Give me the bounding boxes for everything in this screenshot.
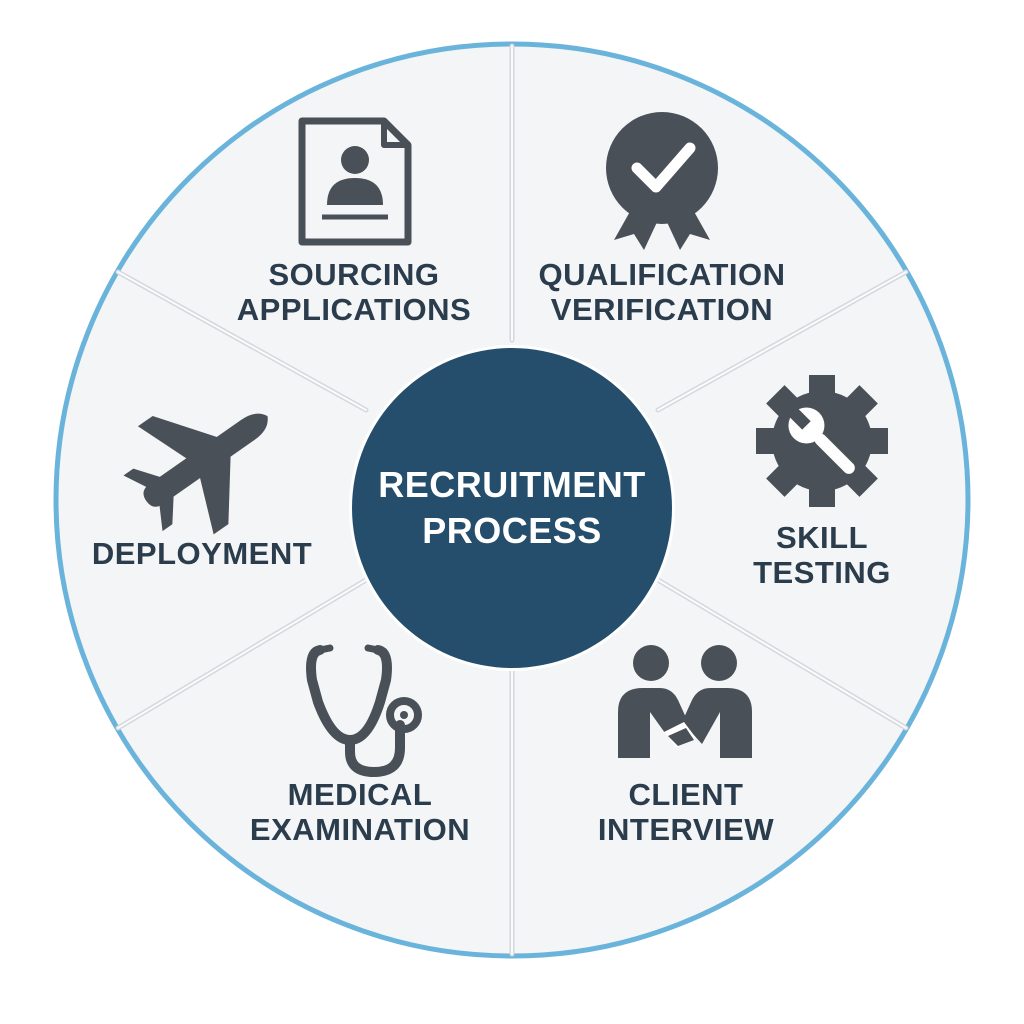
segment-label-deployment: DEPLOYMENT [92, 536, 312, 571]
segment-label-line: DEPLOYMENT [91, 536, 313, 571]
segment-label-line: QUALIFICATION [538, 257, 786, 292]
segment-label-qualification: QUALIFICATION VERIFICATION [538, 257, 785, 327]
segment-label-sourcing: SOURCING APPLICATIONS [237, 257, 472, 327]
segment-label-line: SOURCING [268, 257, 440, 292]
center-hub: RECRUITMENT PROCESS [352, 348, 672, 668]
airplane-icon [123, 413, 268, 535]
segment-label-line: EXAMINATION [249, 812, 471, 847]
badge-check-icon [606, 112, 718, 250]
handshake-icon [618, 645, 752, 758]
center-title-line: PROCESS [422, 510, 602, 551]
segment-label-line: SKILL [775, 520, 869, 555]
segment-label-line: APPLICATIONS [236, 292, 472, 327]
segment-label-medical: MEDICAL EXAMINATION [250, 777, 470, 847]
center-title: RECRUITMENT PROCESS [378, 462, 645, 554]
segment-label-line: VERIFICATION [550, 292, 774, 327]
center-title-line: RECRUITMENT [378, 464, 646, 505]
segment-label-line: CLIENT [628, 777, 744, 812]
segment-label-skill: SKILL TESTING [753, 520, 891, 590]
segment-label-interview: CLIENT INTERVIEW [598, 777, 774, 847]
resume-icon [298, 117, 412, 246]
stethoscope-icon [306, 644, 422, 777]
gear-wrench-icon [756, 375, 888, 507]
segment-label-line: INTERVIEW [597, 812, 775, 847]
segment-label-line: TESTING [753, 555, 891, 590]
segment-label-line: MEDICAL [287, 777, 433, 812]
